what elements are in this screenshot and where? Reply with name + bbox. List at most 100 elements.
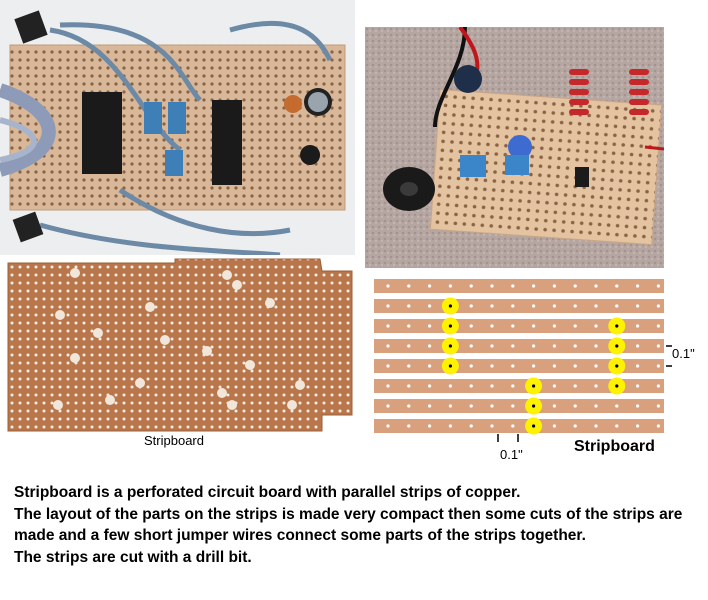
strip-hole <box>594 424 598 428</box>
description-line: The strips are cut with a drill bit. <box>14 548 252 566</box>
strip-hole <box>552 424 556 428</box>
strip-hole <box>594 384 598 388</box>
strip-hole <box>656 404 660 408</box>
strip-hole <box>469 424 473 428</box>
strip-hole <box>656 284 660 288</box>
strip-hole <box>428 384 432 388</box>
photo-stripboard-copper-side <box>0 255 361 435</box>
strip-hole <box>594 304 598 308</box>
stripboard-photo-bottom-left <box>7 258 353 432</box>
photo-caption: Stripboard <box>144 433 204 448</box>
strip-hole <box>656 364 660 368</box>
strip-hole <box>615 304 619 308</box>
copper-strip <box>374 399 664 413</box>
photo-stripboard-assembled-right <box>365 27 664 268</box>
strip-hole <box>386 424 390 428</box>
strip-hole <box>573 384 577 388</box>
strip-hole <box>469 284 473 288</box>
photo-stripboard-assembled-left <box>0 0 355 255</box>
strip-hole <box>656 424 660 428</box>
strip-hole <box>511 344 515 348</box>
strip-hole <box>448 344 452 348</box>
diagram-caption: Stripboard <box>574 438 655 455</box>
stripboard-diagram <box>374 279 672 442</box>
copper-strip <box>374 279 664 293</box>
copper-strip <box>374 379 664 393</box>
strip-hole <box>532 384 536 388</box>
strip-hole <box>448 404 452 408</box>
strip-hole <box>656 344 660 348</box>
strip-hole <box>386 284 390 288</box>
strip-hole <box>552 304 556 308</box>
strip-hole <box>573 344 577 348</box>
strip-hole <box>552 324 556 328</box>
strip-hole <box>573 324 577 328</box>
strip-hole <box>428 404 432 408</box>
strip-hole <box>428 344 432 348</box>
stripboard-photo-top-right <box>365 27 664 268</box>
strip-hole <box>532 424 536 428</box>
strip-hole <box>615 324 619 328</box>
strip-hole <box>469 344 473 348</box>
strip-hole <box>636 284 640 288</box>
stripboard-diagram-panel <box>370 276 708 466</box>
strip-hole <box>615 344 619 348</box>
strip-hole <box>532 404 536 408</box>
strip-hole <box>511 384 515 388</box>
strip-hole <box>448 424 452 428</box>
strip-hole <box>636 344 640 348</box>
strip-hole <box>428 284 432 288</box>
strip-hole <box>469 324 473 328</box>
strip-hole <box>532 344 536 348</box>
strip-hole <box>490 324 494 328</box>
strip-hole <box>615 284 619 288</box>
strip-hole <box>615 404 619 408</box>
strip-hole <box>552 384 556 388</box>
strip-hole <box>448 324 452 328</box>
strip-hole <box>428 424 432 428</box>
strip-hole <box>407 284 411 288</box>
strip-hole <box>407 324 411 328</box>
strip-hole <box>573 284 577 288</box>
copper-strip <box>374 299 664 313</box>
strip-hole <box>407 304 411 308</box>
description-line: Stripboard is a perforated circuit board… <box>14 484 521 501</box>
strip-hole <box>656 384 660 388</box>
strip-hole <box>615 384 619 388</box>
strip-hole <box>511 404 515 408</box>
strip-hole <box>386 304 390 308</box>
strip-hole <box>469 364 473 368</box>
description-line: The layout of the parts on the strips is… <box>14 505 683 545</box>
strip-hole <box>407 364 411 368</box>
strip-hole <box>490 304 494 308</box>
strip-hole <box>552 344 556 348</box>
strip-hole <box>490 404 494 408</box>
strip-hole <box>573 404 577 408</box>
strip-hole <box>511 424 515 428</box>
strip-hole <box>636 384 640 388</box>
strip-hole <box>407 344 411 348</box>
strip-hole <box>490 364 494 368</box>
strip-hole <box>428 324 432 328</box>
strip-hole <box>511 364 515 368</box>
strip-hole <box>469 384 473 388</box>
strip-hole <box>573 304 577 308</box>
strip-hole <box>594 324 598 328</box>
strip-hole <box>407 404 411 408</box>
strip-hole <box>407 384 411 388</box>
strip-hole <box>615 364 619 368</box>
vertical-pitch-label: 0.1" <box>672 346 695 361</box>
strip-hole <box>469 404 473 408</box>
strip-hole <box>636 364 640 368</box>
horizontal-pitch-label: 0.1" <box>500 447 523 462</box>
strip-hole <box>573 364 577 368</box>
strip-hole <box>636 404 640 408</box>
strip-hole <box>552 404 556 408</box>
strip-hole <box>594 364 598 368</box>
strip-hole <box>552 284 556 288</box>
strip-hole <box>573 424 577 428</box>
strip-hole <box>532 304 536 308</box>
strip-hole <box>636 424 640 428</box>
description-block: Stripboard is a perforated circuit board… <box>14 482 694 568</box>
strip-hole <box>532 284 536 288</box>
